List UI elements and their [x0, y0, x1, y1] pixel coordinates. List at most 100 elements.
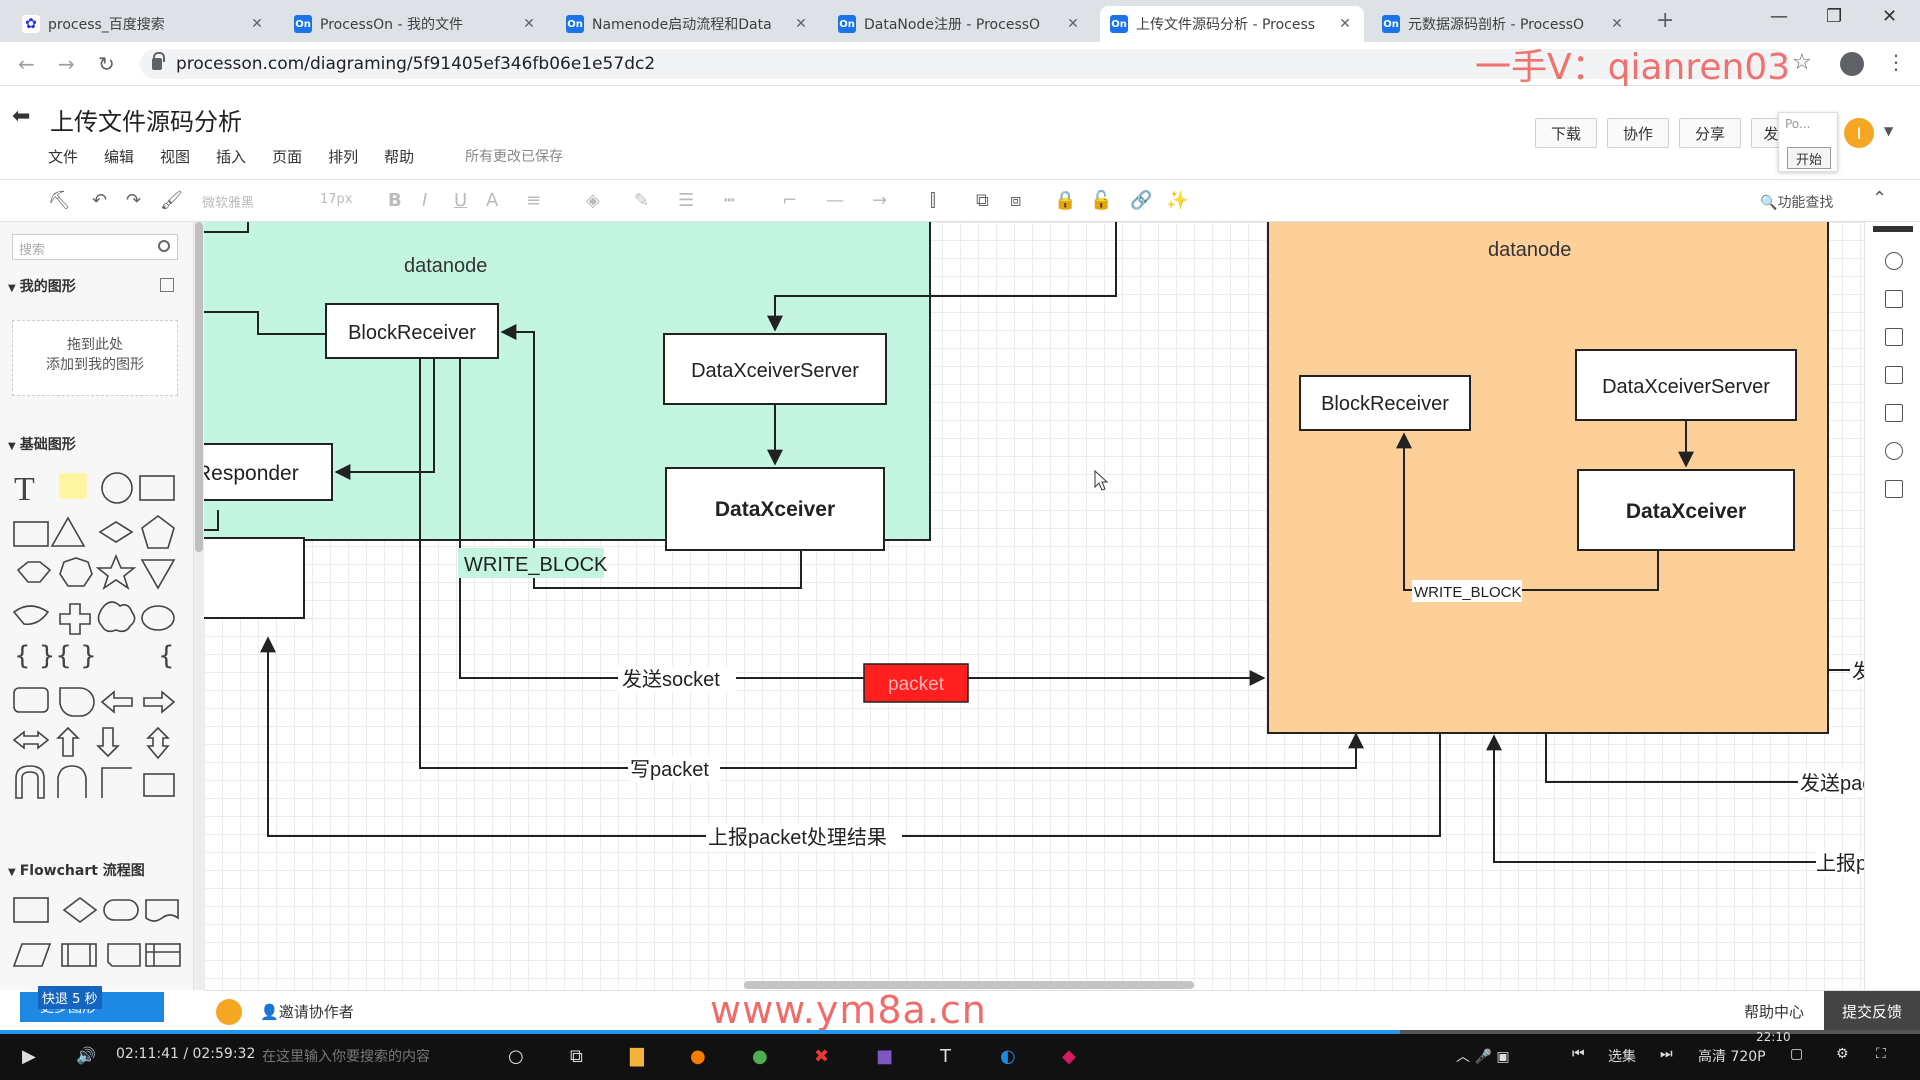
tab-processon-files[interactable]: On ProcessOn - 我的文件 ✕ [284, 6, 548, 42]
edge-send-packet-right[interactable] [1545, 733, 1854, 783]
right-dx-server-box[interactable] [1575, 349, 1797, 421]
minimize-icon[interactable]: — [1770, 6, 1788, 27]
quality-button[interactable]: 高清 720P [1698, 1049, 1766, 1065]
italic-icon[interactable]: I [422, 190, 428, 211]
menu-insert[interactable]: 插入 [216, 148, 247, 166]
menu-help[interactable]: 帮助 [384, 148, 415, 166]
download-button[interactable]: 下载 [1535, 118, 1597, 148]
menu-view[interactable]: 视图 [160, 148, 191, 166]
section-flowchart[interactable]: ▼Flowchart 流程图 [8, 863, 145, 879]
canvas-horizontal-scrollbar[interactable] [744, 981, 1194, 989]
episodes-button[interactable]: 选集 [1608, 1049, 1636, 1065]
left-empty-box[interactable] [204, 537, 305, 619]
edge-write-block-right[interactable] [1396, 432, 1659, 591]
close-icon[interactable]: ✕ [1611, 16, 1623, 32]
feedback-button[interactable]: 提交反馈 [1824, 991, 1920, 1031]
user-avatar-small[interactable] [216, 999, 242, 1025]
prev-icon[interactable]: ⏮ [1572, 1046, 1585, 1062]
forward-arrow-icon[interactable]: → [58, 52, 75, 76]
chevron-down-icon[interactable]: ▼ [1884, 124, 1894, 138]
close-icon[interactable]: ✕ [795, 16, 807, 32]
account-icon[interactable] [1840, 52, 1864, 76]
window-close-icon[interactable]: ✕ [1882, 6, 1898, 27]
fullscreen-icon[interactable]: ⛶ [1876, 1046, 1886, 1062]
tab-metadata[interactable]: On 元数据源码剖析 - ProcessO ✕ [1372, 6, 1636, 42]
quick-back-badge[interactable]: 快退 5 秒 [38, 986, 102, 1009]
reload-icon[interactable]: ↻ [98, 52, 115, 76]
collapse-icon[interactable]: ⌃ [1872, 188, 1888, 209]
recorder-icon[interactable]: ◆ [1062, 1046, 1076, 1067]
format-painter-icon[interactable]: ⛏ [48, 190, 71, 211]
menu-edit[interactable]: 编辑 [104, 148, 135, 166]
close-icon[interactable]: ✕ [1067, 16, 1079, 32]
edge-responder-down[interactable] [204, 510, 219, 531]
screenshot-icon[interactable]: ▢ [1790, 1046, 1804, 1062]
share-button[interactable]: 分享 [1679, 118, 1741, 148]
back-icon[interactable]: ⬅ [12, 104, 31, 129]
bold-icon[interactable]: B [388, 190, 402, 211]
brush-icon[interactable]: 🖌 [160, 190, 183, 211]
next-icon[interactable]: ⏭ [1660, 1046, 1673, 1062]
style-icon[interactable] [1885, 290, 1903, 308]
menu-arrange[interactable]: 排列 [328, 148, 359, 166]
edge-report-right[interactable] [1486, 734, 1854, 863]
scrollbar-thumb[interactable] [195, 222, 203, 552]
line-color-icon[interactable]: ✎ [634, 190, 650, 211]
arrow-icon[interactable]: → [872, 190, 888, 211]
undo-icon[interactable]: ↶ [92, 190, 108, 211]
edge-report-result[interactable] [260, 636, 1441, 837]
underline-icon[interactable]: U [454, 190, 468, 211]
comment-icon[interactable] [1885, 480, 1903, 498]
close-icon[interactable]: ✕ [251, 16, 263, 32]
edge-write-packet[interactable] [419, 358, 1364, 769]
start-button[interactable]: 开始 [1787, 147, 1831, 169]
bring-front-icon[interactable]: ⧉ [976, 190, 989, 211]
flowchart-shapes-grid[interactable] [8, 890, 188, 980]
back-arrow-icon[interactable]: ← [18, 52, 35, 76]
close-icon[interactable]: ✕ [523, 16, 535, 32]
left-dx-box[interactable] [665, 467, 885, 551]
document-title[interactable]: 上传文件源码分析 [50, 108, 242, 136]
edge-write-block-left[interactable] [500, 324, 802, 589]
settings-gear-icon[interactable]: ⚙ [1836, 1046, 1849, 1062]
magic-wand-icon[interactable]: ✨ [1166, 190, 1189, 211]
packet-box[interactable] [863, 663, 969, 703]
url-field[interactable]: processon.com/diagraming/5f91405ef346fb0… [140, 49, 1790, 79]
bookmark-star-icon[interactable]: ☆ [1792, 50, 1812, 75]
send-back-icon[interactable]: ⧈ [1010, 190, 1022, 211]
folder-icon[interactable]: ▇ [630, 1046, 644, 1067]
browser-menu-icon[interactable]: ⋮ [1886, 50, 1906, 74]
unlock-icon[interactable]: 🔓 [1090, 190, 1113, 211]
right-block-receiver-box[interactable] [1299, 375, 1471, 431]
fill-color-icon[interactable]: ◈ [586, 190, 600, 211]
edge-left-to-receiver[interactable] [204, 311, 326, 335]
section-basic-shapes[interactable]: ▼基础图形 [8, 437, 76, 453]
basic-shapes-grid[interactable]: T { }{ } { [8, 466, 188, 846]
tab-datanode-register[interactable]: On DataNode注册 - ProcessO ✕ [828, 6, 1092, 42]
help-center-link[interactable]: 帮助中心 [1744, 1003, 1805, 1021]
history-icon[interactable] [1885, 442, 1903, 460]
task-view-icon[interactable]: ⧉ [570, 1046, 583, 1067]
cortana-icon[interactable]: ○ [508, 1046, 524, 1067]
page-icon[interactable] [1885, 366, 1903, 384]
line-width-icon[interactable]: ☰ [678, 190, 695, 211]
video-progress-bar[interactable] [0, 1030, 1920, 1034]
menu-file[interactable]: 文件 [48, 148, 79, 166]
panel-scrollbar[interactable] [194, 222, 204, 990]
maximize-icon[interactable]: ❐ [1826, 6, 1843, 27]
left-responder-box[interactable] [204, 443, 333, 501]
my-shapes-dropzone[interactable]: 拖到此处 添加到我的图形 [12, 320, 178, 396]
taskbar-search[interactable]: 在这里输入你要搜索的内容 [262, 1049, 430, 1065]
edge-top-left[interactable] [204, 222, 249, 233]
document-icon[interactable] [1885, 404, 1903, 422]
volume-icon[interactable]: 🔊 [76, 1046, 96, 1065]
font-family-select[interactable]: 微软雅黑 [202, 196, 255, 211]
diagram-canvas[interactable]: datanode datanode BlockReceiver Responde… [204, 222, 1864, 990]
link-icon[interactable]: 🔗 [1130, 190, 1153, 211]
font-color-icon[interactable]: A [486, 190, 499, 211]
line-icon[interactable]: — [826, 190, 844, 211]
more-shapes-button[interactable]: 更多图形 快退 5 秒 [20, 986, 164, 1022]
section-my-shapes[interactable]: ▼我的图形 [8, 279, 76, 295]
search-icon[interactable] [158, 240, 170, 252]
navigator-icon[interactable] [1885, 252, 1903, 270]
